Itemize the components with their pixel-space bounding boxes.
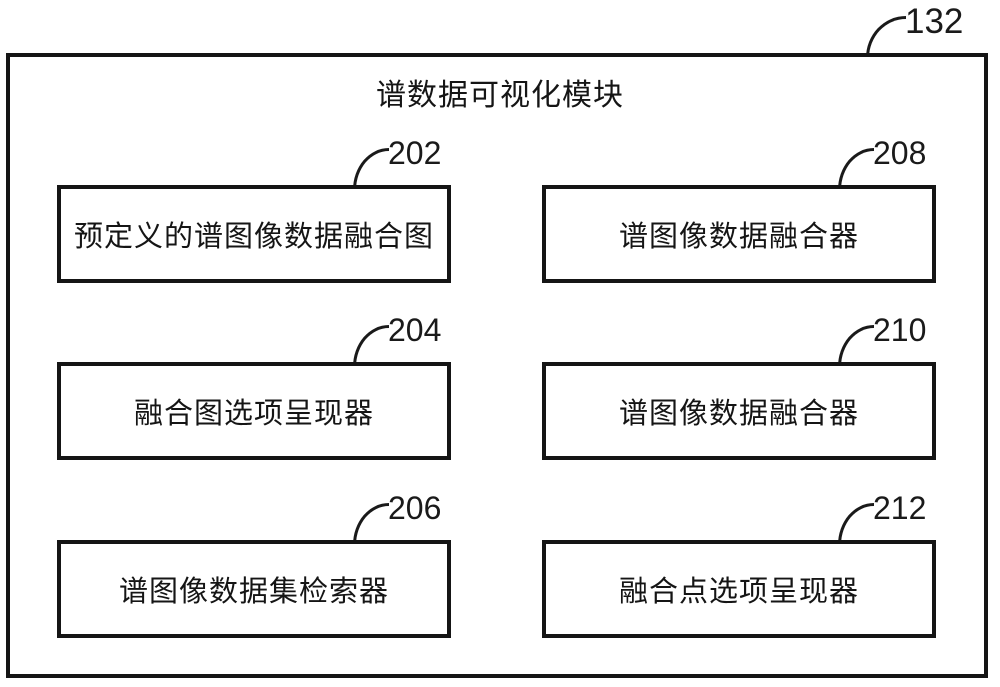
module-box-208: 谱图像数据融合器 [542, 185, 936, 283]
module-208: 208 谱图像数据融合器 [542, 133, 936, 283]
leader-line-212 [838, 503, 874, 545]
leader-line-208 [838, 148, 874, 190]
ref-numeral-212: 212 [873, 490, 927, 526]
module-box-202: 预定义的谱图像数据融合图 [57, 185, 451, 283]
ref-numeral-208: 208 [873, 135, 927, 171]
module-label-212: 融合点选项呈现器 [618, 576, 859, 608]
ref-numeral-206: 206 [388, 490, 442, 526]
module-210: 210 谱图像数据融合器 [542, 310, 936, 460]
module-box-204: 融合图选项呈现器 [57, 362, 451, 460]
module-204: 204 融合图选项呈现器 [57, 310, 451, 460]
module-label-204: 融合图选项呈现器 [133, 398, 374, 430]
module-label-208: 谱图像数据融合器 [618, 221, 859, 253]
ref-numeral-204: 204 [388, 312, 442, 348]
module-label-206: 谱图像数据集检索器 [118, 576, 389, 608]
ref-numeral-132: 132 [905, 2, 964, 41]
leader-line-132 [866, 16, 906, 58]
module-frame-title: 谱数据可视化模块 [376, 79, 624, 112]
module-label-202: 预定义的谱图像数据融合图 [73, 221, 434, 253]
leader-line-210 [838, 325, 874, 367]
ref-numeral-202: 202 [388, 135, 442, 171]
module-box-212: 融合点选项呈现器 [542, 540, 936, 638]
module-202: 202 预定义的谱图像数据融合图 [57, 133, 451, 283]
module-212: 212 融合点选项呈现器 [542, 488, 936, 638]
leader-line-204 [353, 325, 389, 367]
module-label-210: 谱图像数据融合器 [618, 398, 859, 430]
module-box-206: 谱图像数据集检索器 [57, 540, 451, 638]
module-206: 206 谱图像数据集检索器 [57, 488, 451, 638]
module-box-210: 谱图像数据融合器 [542, 362, 936, 460]
leader-line-206 [353, 503, 389, 545]
leader-line-202 [353, 148, 389, 190]
ref-numeral-210: 210 [873, 312, 927, 348]
